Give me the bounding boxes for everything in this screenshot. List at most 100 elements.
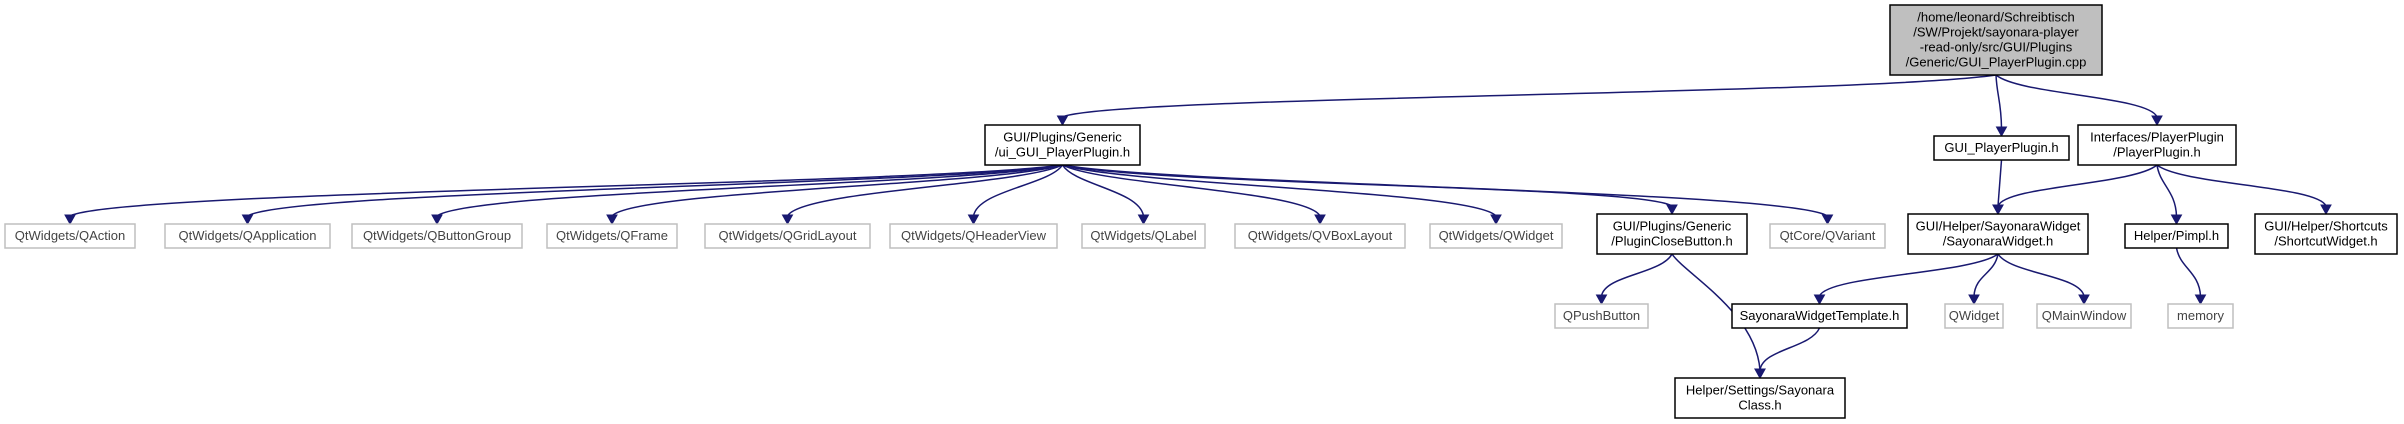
node-box: [1731, 303, 1908, 329]
node-qmainwindow: QMainWindow: [2036, 303, 2132, 329]
node-gui_h[interactable]: GUI_PlayerPlugin.h: [1933, 135, 2070, 161]
edge-root-to-gui_h: [1995, 74, 2008, 138]
edge-line: [1759, 327, 1821, 371]
node-label-line: /PlayerPlugin.h: [2113, 145, 2200, 160]
edge-arrowhead: [2170, 214, 2183, 226]
edge-arrowhead: [1995, 126, 2008, 138]
edge-line: [1061, 164, 1145, 217]
edge-line: [1997, 253, 2085, 297]
node-label-line: QtWidgets/QButtonGroup: [363, 228, 511, 243]
edge-arrowhead: [1314, 214, 1326, 226]
node-qgridlayout: QtWidgets/QGridLayout: [704, 223, 871, 249]
edge-line: [2156, 164, 2178, 217]
node-qwidget_w: QtWidgets/QWidget: [1429, 223, 1563, 249]
node-shortcut[interactable]: GUI/Helper/Shortcuts/ShortcutWidget.h: [2254, 213, 2398, 255]
edge-line: [1062, 164, 1321, 217]
edge-ui_h-to-closebtn: [1062, 164, 1678, 216]
edge-arrowhead: [1056, 115, 1069, 127]
edge-line: [2175, 247, 2202, 297]
edge-arrowhead: [2194, 294, 2207, 306]
node-box: [1889, 4, 2103, 76]
edge-ui_h-to-qwidget_w: [1062, 164, 1502, 226]
node-label-line: QtWidgets/QWidget: [1439, 228, 1554, 243]
node-label-line: /ShortcutWidget.h: [2274, 234, 2377, 249]
node-label-line: QPushButton: [1563, 308, 1640, 323]
node-label-line: QtWidgets/QFrame: [556, 228, 668, 243]
node-box: [1944, 303, 2004, 329]
edge-ui_h-to-qheaderview: [967, 164, 1064, 226]
edge-line: [1600, 253, 1673, 297]
edge-sayw-to-qwidget: [1968, 253, 1999, 306]
node-label-line: Interfaces/PlayerPlugin: [2090, 130, 2224, 145]
node-swt[interactable]: SayonaraWidgetTemplate.h: [1731, 303, 1908, 329]
edge-ui_h-to-qvboxlayout: [1062, 164, 1326, 226]
edge-line: [1997, 159, 2003, 207]
edge-arrowhead: [1813, 294, 1826, 306]
edge-line: [1995, 74, 2158, 118]
edge-line: [1973, 253, 1999, 297]
edge-arrowhead: [1968, 294, 1980, 306]
node-box: [1081, 223, 1206, 249]
node-label-line: SayonaraWidgetTemplate.h: [1740, 308, 1900, 323]
node-ui_h[interactable]: GUI/Plugins/Generic/ui_GUI_PlayerPlugin.…: [984, 124, 1141, 166]
node-qaction: QtWidgets/QAction: [4, 223, 136, 249]
node-pimpl[interactable]: Helper/Pimpl.h: [2124, 223, 2229, 249]
node-label-line: QtWidgets/QHeaderView: [901, 228, 1047, 243]
edge-ui_h-to-qapplication: [241, 164, 1063, 226]
node-label-line: /SayonaraWidget.h: [1943, 234, 2054, 249]
node-box: [164, 223, 331, 249]
edge-arrowhead: [781, 214, 794, 226]
edge-arrowhead: [1595, 294, 1608, 306]
node-box: [1234, 223, 1406, 249]
node-label-line: Helper/Pimpl.h: [2134, 228, 2219, 243]
node-sayw[interactable]: GUI/Helper/SayonaraWidget/SayonaraWidget…: [1907, 213, 2089, 255]
edge-ui_h-to-qframe: [606, 164, 1063, 226]
node-label-line: /Generic/GUI_PlayerPlugin.cpp: [1906, 55, 2087, 70]
node-label-line: Class.h: [1738, 398, 1781, 413]
node-qapplication: QtWidgets/QApplication: [164, 223, 331, 249]
node-box: [2036, 303, 2132, 329]
node-qvboxlayout: QtWidgets/QVBoxLayout: [1234, 223, 1406, 249]
node-label-line: /home/leonard/Schreibtisch: [1917, 10, 2075, 25]
node-label-line: QMainWindow: [2042, 308, 2127, 323]
edge-line: [1062, 164, 1497, 217]
edge-arrowhead: [1754, 368, 1766, 380]
node-box: [1769, 223, 1886, 249]
node-label-line: QtWidgets/QGridLayout: [719, 228, 857, 243]
edge-sayw-to-swt: [1813, 253, 1999, 306]
edge-sayw-to-qmainwindow: [1997, 253, 2090, 306]
node-layer: /home/leonard/Schreibtisch/SW/Projekt/sa…: [4, 4, 2398, 419]
node-label-line: -read-only/src/GUI/Plugins: [1920, 40, 2073, 55]
node-box: [2124, 223, 2229, 249]
edge-closebtn-to-qpush: [1595, 253, 1673, 306]
node-label-line: Helper/Settings/Sayonara: [1686, 383, 1835, 398]
node-qheaderview: QtWidgets/QHeaderView: [889, 223, 1058, 249]
edge-layer: [64, 74, 2332, 380]
edge-arrowhead: [64, 214, 76, 226]
edge-swt-to-settings: [1754, 327, 1821, 380]
edge-line: [1997, 164, 2158, 207]
node-qlabel: QtWidgets/QLabel: [1081, 223, 1206, 249]
node-box: [1674, 377, 1846, 419]
edge-arrowhead: [967, 214, 980, 226]
node-iface[interactable]: Interfaces/PlayerPlugin/PlayerPlugin.h: [2077, 124, 2237, 166]
node-box: [2254, 213, 2398, 255]
node-box: [1554, 303, 1649, 329]
node-root[interactable]: /home/leonard/Schreibtisch/SW/Projekt/sa…: [1889, 4, 2103, 76]
node-label-line: /PluginCloseButton.h: [1611, 234, 1732, 249]
edge-line: [436, 164, 1063, 217]
edge-line: [786, 164, 1063, 217]
node-closebtn[interactable]: GUI/Plugins/Generic/PluginCloseButton.h: [1596, 213, 1748, 255]
node-box: [1933, 135, 2070, 161]
edge-root-to-ui_h: [1056, 74, 1997, 127]
edge-line: [611, 164, 1063, 217]
node-qvariant: QtCore/QVariant: [1769, 223, 1886, 249]
node-label-line: memory: [2177, 308, 2224, 323]
node-label-line: QtWidgets/QApplication: [178, 228, 316, 243]
node-label-line: GUI/Plugins/Generic: [1613, 219, 1732, 234]
node-memory: memory: [2167, 303, 2234, 329]
edge-ui_h-to-qlabel: [1061, 164, 1150, 226]
node-box: [889, 223, 1058, 249]
node-label-line: QtWidgets/QVBoxLayout: [1248, 228, 1393, 243]
